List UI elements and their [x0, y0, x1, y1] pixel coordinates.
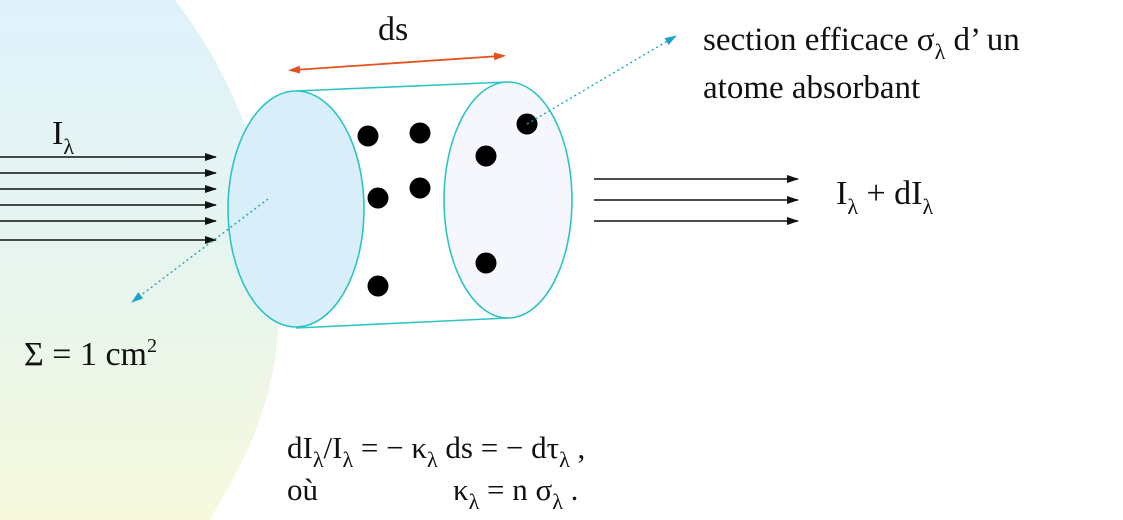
front-face [227, 90, 365, 328]
atom-dot [367, 275, 389, 297]
opacity-definition: κλ = n σλ . [453, 472, 578, 514]
cylinder-top-edge [295, 81, 509, 92]
transmitted-intensity-label: Iλ + dIλ [836, 175, 934, 219]
cross-section-pointer [526, 35, 677, 125]
area-pointer [131, 198, 269, 303]
ds-label: ds [378, 11, 408, 48]
incident-rays [0, 153, 217, 244]
area-label: Σ = 1 cm2 [24, 335, 157, 373]
transfer-equation: dIλ/Iλ = − κλ ds = − dτλ , [287, 430, 585, 472]
atom-dot [475, 145, 497, 167]
atom-dot [409, 177, 431, 199]
ds-arrow [288, 52, 506, 74]
cross-section-label-line1: section efficace σλ d’ un [703, 22, 1020, 64]
incident-intensity-label: Iλ [52, 115, 74, 159]
cross-section-label-line2: atome absorbant [703, 70, 920, 106]
background-glow [0, 0, 279, 520]
back-face [443, 81, 573, 319]
absorbing-cylinder [227, 81, 573, 329]
atom-dot [475, 252, 497, 274]
opacity-definition-prefix: où [287, 472, 318, 507]
transmitted-rays [594, 175, 799, 225]
cylinder-bottom-edge [295, 317, 509, 329]
atom-dot [367, 187, 389, 209]
atom-dot [357, 125, 379, 147]
atom-dot [409, 122, 431, 144]
